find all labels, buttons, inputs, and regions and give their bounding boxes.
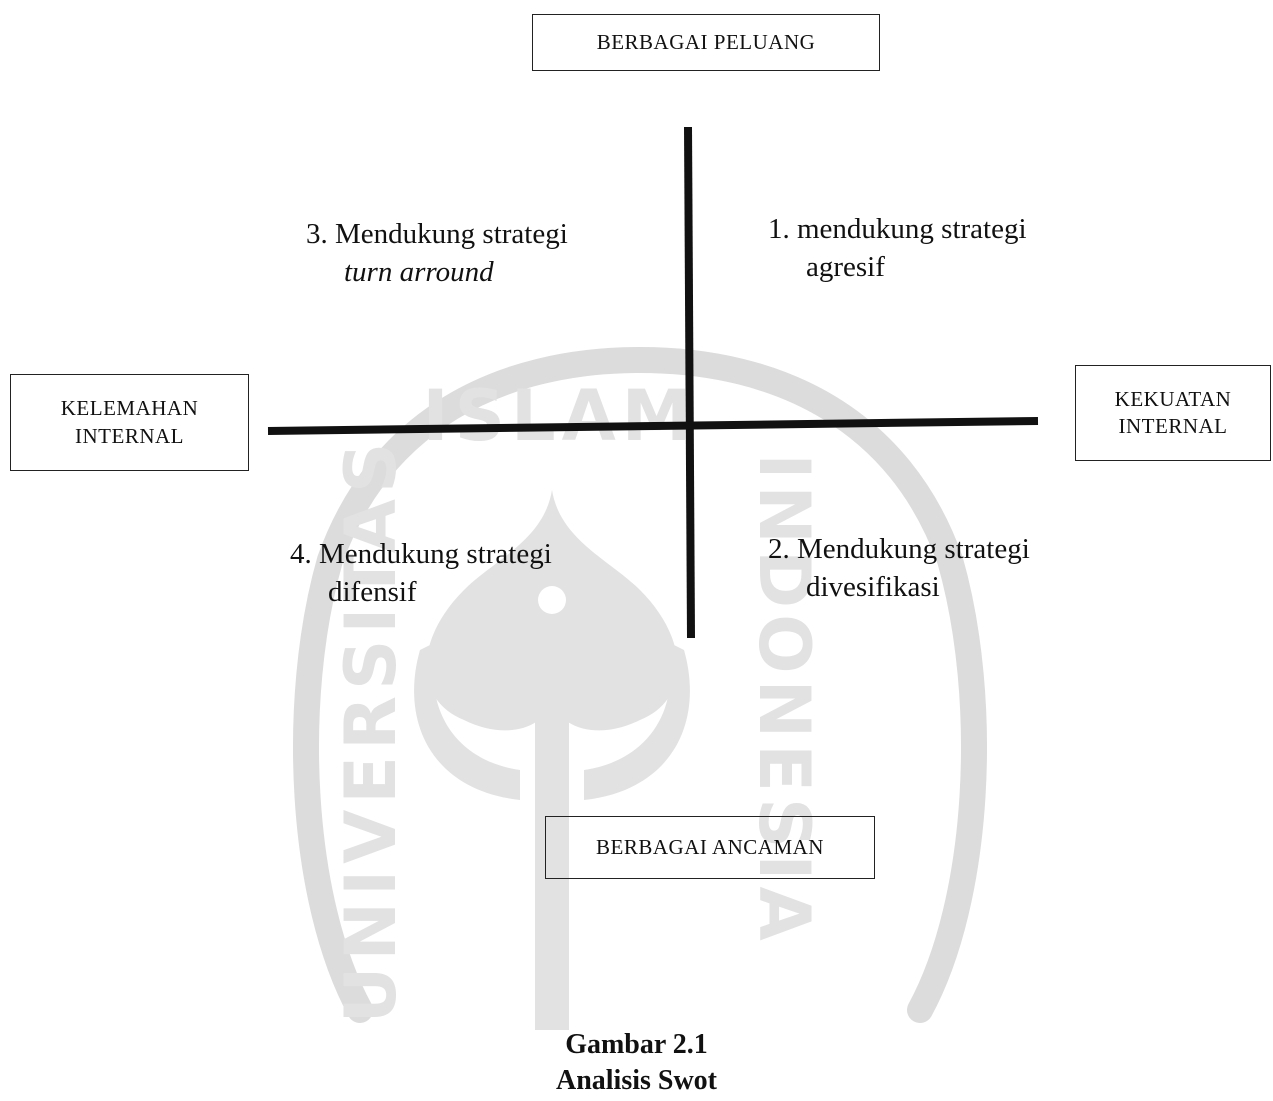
horizontal-axis [267, 417, 1039, 435]
figure-title: Analisis Swot [555, 1065, 718, 1096]
weaknesses-box: KELEMAHAN INTERNAL [10, 374, 249, 471]
opportunities-box: BERBAGAI PELUANG [532, 14, 880, 71]
quadrant-3-line2: turn arround [344, 256, 494, 288]
opportunities-label: BERBAGAI PELUANG [596, 29, 816, 54]
quadrant-2-text: 2. Mendukung strategi divesifikasi [768, 530, 1030, 606]
quadrant-1-line2: agresif [806, 251, 885, 283]
watermark-left-text: UNIVERSITAS [330, 437, 412, 1024]
strengths-label-line1: KEKUATAN [1114, 386, 1232, 411]
figure-number: Gambar 2.1 [565, 1029, 708, 1060]
quadrant-3-text: 3. Mendukung strategi turn arround [306, 215, 568, 291]
weaknesses-label-line1: KELEMAHAN [60, 396, 199, 421]
weaknesses-label-line2: INTERNAL [75, 423, 184, 448]
threats-label: BERBAGAI ANCAMAN [596, 834, 824, 859]
quadrant-1-text: 1. mendukung strategi agresif [768, 210, 1027, 286]
quadrant-2-line1: 2. Mendukung strategi [768, 533, 1030, 565]
strengths-label-line2: INTERNAL [1118, 414, 1228, 438]
strengths-box: KEKUATAN INTERNAL [1075, 365, 1271, 461]
quadrant-2-line2: divesifikasi [806, 571, 940, 603]
quadrant-1-line1: 1. mendukung strategi [768, 213, 1027, 245]
quadrant-4-text: 4. Mendukung strategi difensif [290, 535, 552, 611]
quadrant-4-line1: 4. Mendukung strategi [290, 538, 552, 570]
watermark-top-text: ISLAM [423, 375, 698, 457]
threats-box: BERBAGAI ANCAMAN [545, 816, 875, 879]
quadrant-4-line2: difensif [328, 576, 417, 608]
quadrant-3-line1: 3. Mendukung strategi [306, 218, 568, 250]
vertical-axis [684, 126, 695, 639]
